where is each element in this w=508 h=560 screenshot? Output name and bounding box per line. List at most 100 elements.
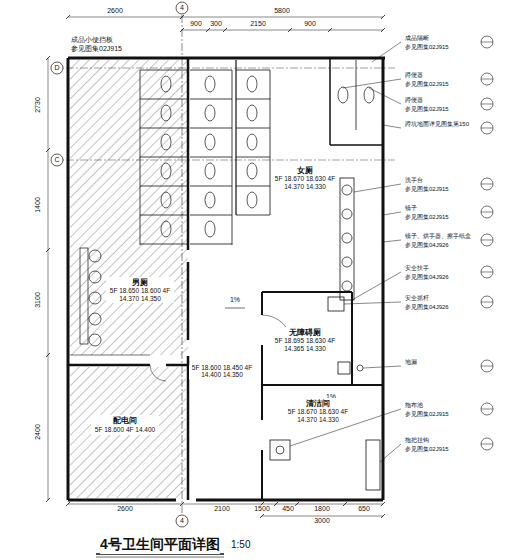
axis-line: [182, 15, 183, 514]
squat-toilet: [205, 76, 215, 92]
floor-elevation: 5F 18.650 18.600 4F 14.370 14.350: [108, 287, 172, 302]
stall-partition: [236, 70, 270, 71]
dimension-line: [68, 17, 383, 18]
detail-index: [481, 234, 493, 246]
squat-toilet: [247, 105, 257, 121]
dimension-tick: [328, 28, 332, 32]
squat-toilet: [161, 192, 171, 208]
detail-index: [481, 296, 493, 308]
leader-line: [352, 272, 401, 300]
stall-partition: [190, 157, 232, 158]
axis-bubble: [176, 2, 188, 14]
room-label: 无障碍厕5F 18.695 18.630 4F 14.365 14.330: [271, 327, 339, 354]
dimension-text: 2600: [106, 7, 124, 14]
detail-index: [481, 206, 493, 218]
squat-toilet: [161, 76, 171, 92]
wall: [235, 60, 236, 215]
callout-note: 蹲便器: [404, 97, 424, 103]
stall-partition: [190, 99, 232, 100]
axis-line: [52, 160, 395, 161]
callout-note: 参见图集02J915: [404, 446, 450, 452]
axis-number: 4: [179, 517, 185, 524]
dimension-tick: [46, 248, 50, 252]
axis-number: C: [53, 156, 60, 163]
squat-toilet: [247, 134, 257, 150]
axis-bubble: [51, 154, 63, 166]
floor-elevation: 5F 18.670 18.630 4F 14.370 14.330: [273, 175, 337, 190]
stall-partition: [236, 128, 270, 129]
wall: [382, 58, 385, 500]
squat-toilet: [205, 192, 215, 208]
detail-index: [481, 36, 493, 48]
stall-partition: [190, 70, 232, 71]
shelf: [366, 440, 380, 490]
callout-note: 参见图集02J915: [404, 186, 450, 192]
vanity-counter: [340, 178, 354, 300]
wall: [70, 355, 150, 356]
squat-toilet: [205, 221, 215, 237]
axis-number: D: [53, 64, 60, 71]
detail-index-line: [481, 104, 493, 105]
leader-line: [369, 88, 401, 104]
dimension-tick: [288, 28, 292, 32]
floor-elevation: 5F 18.695 18.630 4F 14.365 14.330: [273, 337, 337, 352]
wall: [196, 499, 383, 502]
dimension-tick: [46, 498, 50, 502]
leader-line: [343, 79, 401, 88]
dimension-text: 5800: [273, 7, 291, 14]
callout-note: 镜子、烘手器、擦手纸盒: [404, 233, 472, 239]
dimension-tick: [381, 502, 385, 506]
wall: [261, 292, 263, 315]
room-label: 配电间5F 18.600 4F 14.400: [91, 415, 159, 434]
dimension-line: [182, 30, 383, 31]
urinal: [89, 313, 101, 325]
callout-note: 镜子: [404, 205, 418, 211]
leader-line: [383, 212, 401, 215]
dimension-text: 参见图集02J915: [70, 45, 123, 52]
detail-index: [481, 438, 493, 450]
floor-elevation: 5F 18.670 18.630 4F 14.370 14.330: [286, 408, 350, 423]
dimension-text: 300: [209, 20, 223, 27]
dimension-text: 2600: [116, 505, 134, 512]
detail-index: [481, 122, 493, 134]
dimension-text: 1800: [313, 505, 331, 512]
wash-basin: [342, 185, 352, 195]
hatched-area: [70, 60, 188, 355]
dimension-text: 3000: [313, 517, 331, 524]
detail-index: [481, 98, 493, 110]
dimension-line: [48, 58, 49, 500]
dimension-text: 1400: [34, 196, 41, 214]
room-name: 无障碍厕: [273, 328, 337, 338]
stall-partition: [140, 70, 188, 71]
dimension-text: 450: [281, 505, 295, 512]
wall: [330, 144, 383, 146]
leader-line: [354, 184, 401, 192]
wall: [329, 58, 331, 145]
room-name: 女厕: [273, 166, 337, 176]
stall-partition: [140, 128, 188, 129]
urinal: [89, 292, 101, 304]
wash-basin: [342, 281, 352, 291]
dimension-tick: [223, 28, 227, 32]
room-name: 配电间: [93, 416, 157, 426]
detail-index-line: [481, 79, 493, 80]
detail-index: [481, 360, 493, 372]
detail-index-line: [481, 42, 493, 43]
wash-basin: [342, 257, 352, 267]
dimension-text: 650: [357, 505, 371, 512]
stall-partition: [236, 99, 270, 100]
floor-drain: [357, 365, 363, 371]
stall-partition: [140, 99, 188, 100]
callout-note: 参见图集04J926: [404, 274, 450, 280]
dimension-tick: [46, 148, 50, 152]
dimension-tick: [274, 502, 278, 506]
wall: [68, 57, 385, 60]
callout-note: 参见图集02J915: [404, 81, 450, 87]
squat-toilet: [205, 105, 215, 121]
dimension-text: 2150: [249, 20, 267, 27]
callout-note: 参见图集02J915: [404, 411, 450, 417]
dimension-tick: [180, 502, 184, 506]
detail-index-line: [481, 184, 493, 185]
stall-partition: [190, 186, 232, 187]
urinal: [89, 334, 101, 346]
